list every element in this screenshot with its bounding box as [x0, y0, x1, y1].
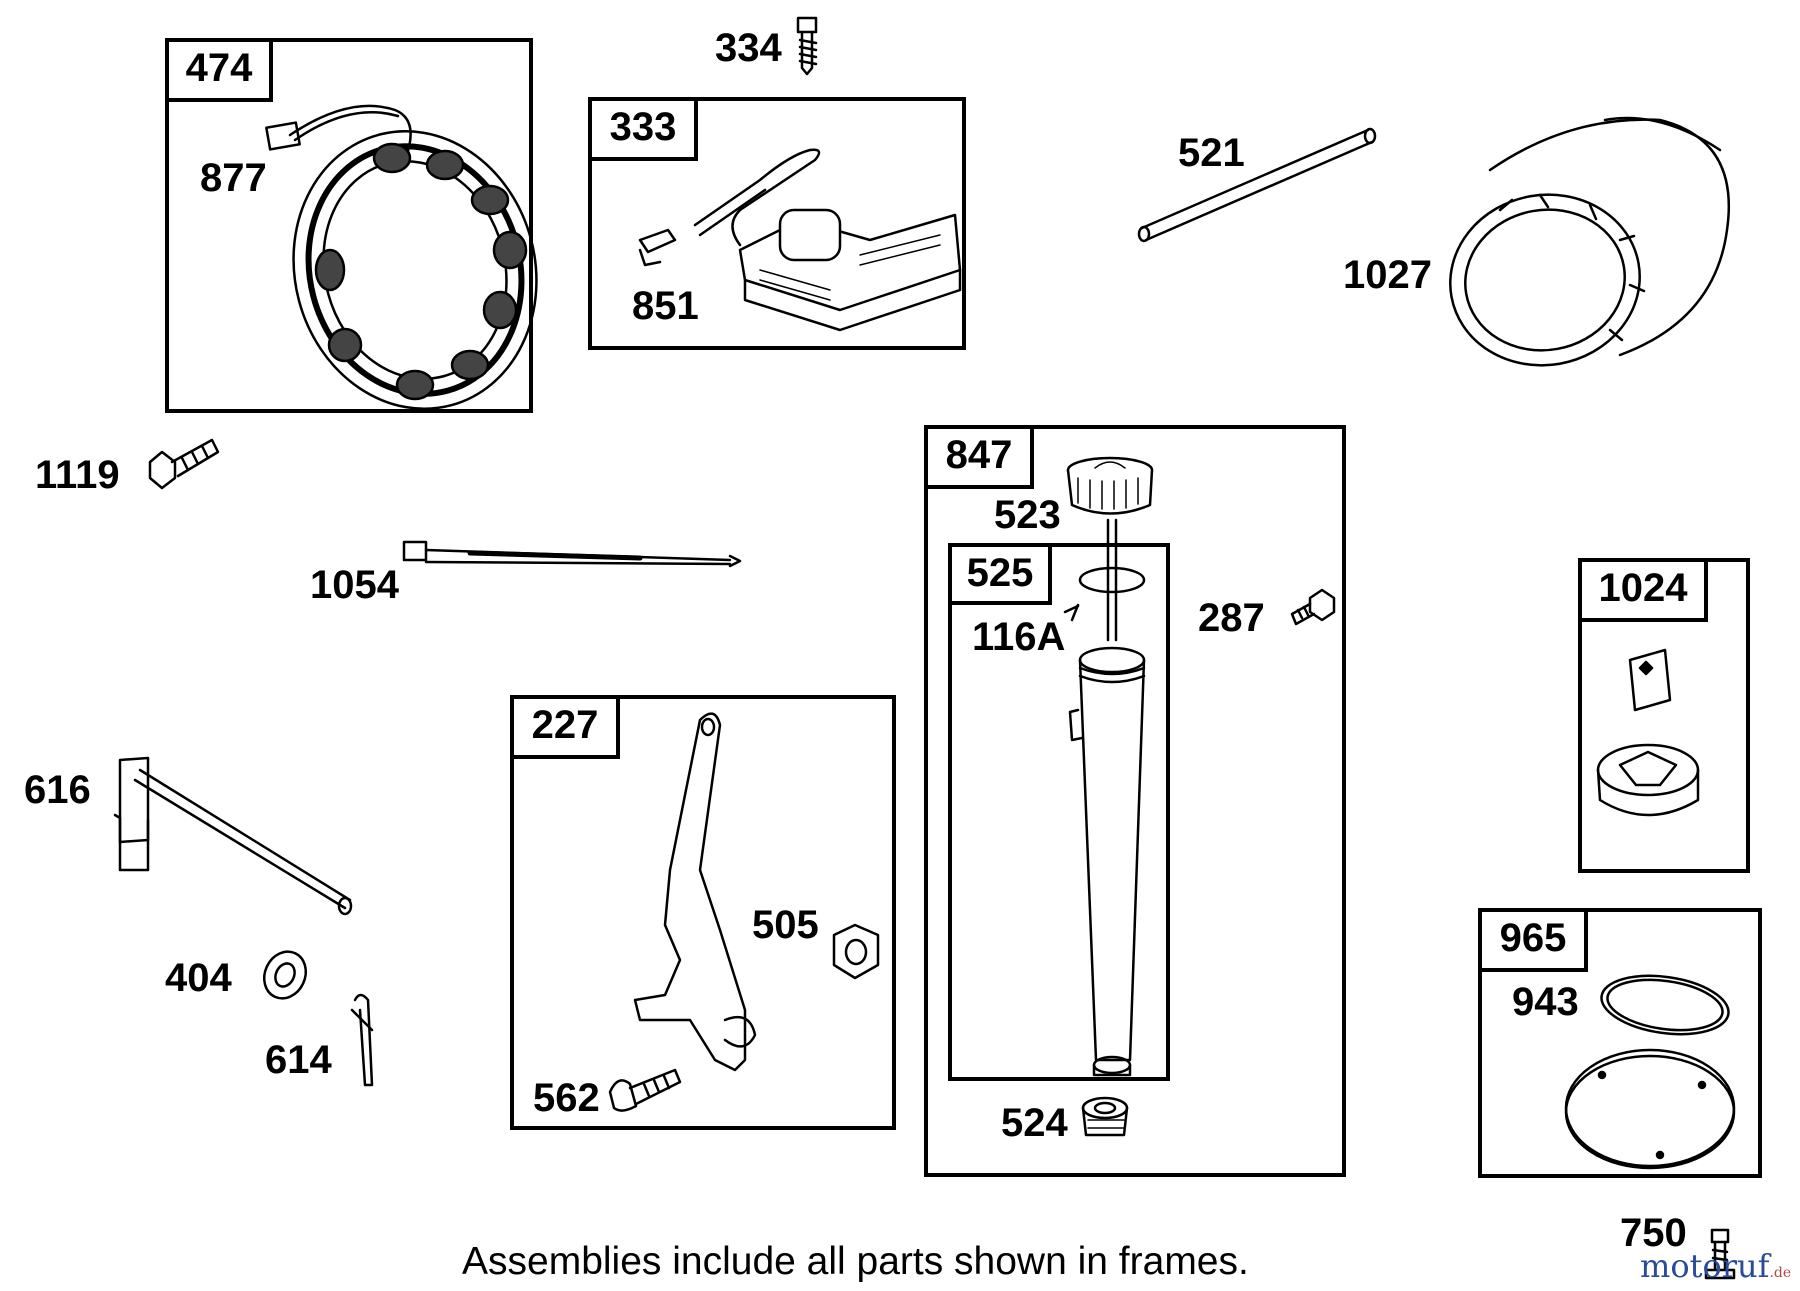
cable-tie-drawing	[402, 540, 742, 568]
oil-pump-cover-drawing	[1564, 974, 1736, 1170]
stator-part-drawing	[265, 104, 538, 411]
nut-505-drawing	[832, 923, 880, 980]
oil-filter-drawing	[1449, 116, 1731, 367]
bolt-287-drawing	[1290, 588, 1336, 626]
part-number-1119: 1119	[35, 453, 120, 497]
hairpin-clip-drawing	[350, 993, 374, 1087]
part-number-287: 287	[1198, 596, 1265, 640]
frame-227: 227	[510, 695, 896, 1130]
part-number-1054: 1054	[310, 563, 399, 607]
governor-lever-drawing	[633, 712, 757, 1072]
watermark-logo: motoruf.de	[1640, 1248, 1791, 1291]
part-number-505: 505	[752, 903, 819, 947]
diagram-caption: Assemblies include all parts shown in fr…	[462, 1240, 1249, 1283]
frame-1024: 1024	[1578, 558, 1750, 873]
part-number-116A: 116A	[972, 615, 1066, 659]
watermark-suffix: .de	[1769, 1265, 1792, 1281]
ignition-coil-drawing	[638, 148, 962, 332]
frame-525-number: 525	[952, 547, 1052, 605]
frame-333: 333	[588, 97, 966, 350]
part-number-614: 614	[265, 1038, 332, 1082]
part-number-523: 523	[994, 493, 1061, 537]
part-number-750: 750	[1620, 1211, 1687, 1255]
frame-965-number: 965	[1482, 912, 1588, 972]
part-number-524: 524	[1001, 1101, 1068, 1145]
screw-334-drawing	[796, 16, 818, 76]
frame-525: 525	[948, 543, 1170, 1081]
frame-333-number: 333	[592, 101, 698, 161]
frame-474: 474	[165, 38, 533, 413]
part-number-851: 851	[632, 284, 699, 328]
dipstick-assembly-drawing	[1066, 456, 1154, 1137]
screw-562-drawing	[608, 1068, 682, 1112]
part-number-562: 562	[533, 1076, 600, 1120]
leader-116A	[1063, 604, 1080, 614]
part-number-404: 404	[165, 956, 232, 1000]
frame-1024-number: 1024	[1582, 562, 1708, 622]
part-number-943: 943	[1512, 980, 1579, 1024]
tube-521-drawing	[1137, 127, 1377, 243]
part-number-1027: 1027	[1343, 253, 1432, 297]
washer-404-drawing	[262, 950, 308, 1000]
frame-965: 965	[1478, 908, 1762, 1178]
frame-474-number: 474	[169, 42, 273, 102]
part-number-334: 334	[715, 26, 782, 70]
oil-pump-drawing	[1596, 648, 1700, 817]
frame-847: 847	[924, 425, 1346, 1177]
part-number-616: 616	[24, 768, 91, 812]
bolt-1119-drawing	[148, 438, 220, 490]
governor-shaft-drawing	[113, 756, 353, 916]
part-number-877: 877	[200, 156, 267, 200]
bolt-750-drawing	[1704, 1228, 1736, 1280]
part-number-521: 521	[1178, 131, 1245, 175]
frame-227-number: 227	[514, 699, 620, 759]
watermark-text: motoruf	[1640, 1247, 1770, 1285]
frame-847-number: 847	[928, 429, 1034, 489]
